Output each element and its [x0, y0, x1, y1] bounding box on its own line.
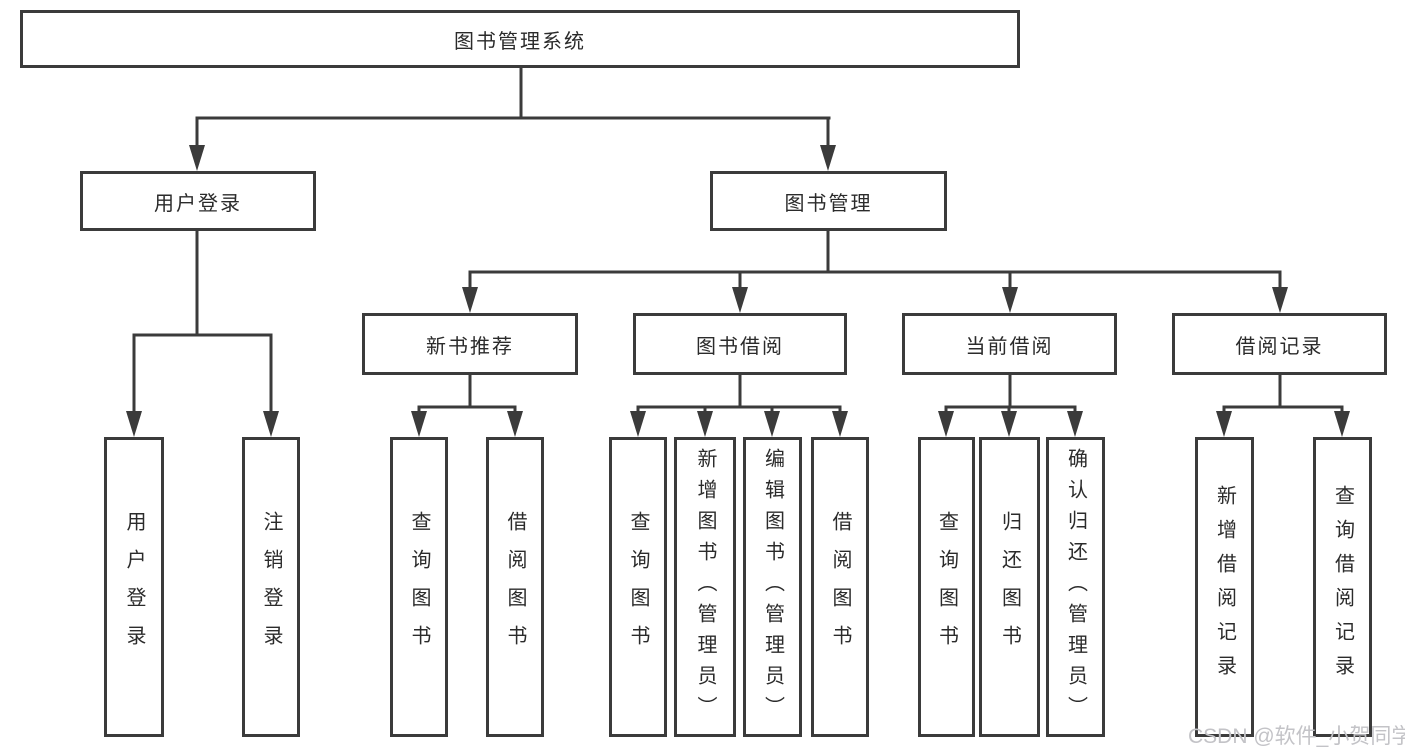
node-label: 图书管理: [784, 192, 873, 215]
node-label: 借阅记录: [1235, 335, 1324, 358]
leaf-borrow-books-borrowing: 借阅图书: [811, 437, 869, 737]
leaf-label: 查询借阅记录: [1331, 485, 1354, 689]
leaf-label: 注销登录: [260, 511, 282, 663]
leaf-label: 用户登录: [123, 511, 145, 663]
node-label: 图书借阅: [696, 335, 784, 358]
node-label: 用户登录: [154, 192, 242, 215]
leaf-logout: 注销登录: [242, 437, 300, 737]
leaf-add-borrow-record: 新增借阅记录: [1195, 437, 1254, 737]
node-label: 图书管理系统: [454, 30, 586, 53]
watermark: CSDN @软件_小贺同学: [1188, 725, 1405, 747]
leaf-label: 查询图书: [935, 511, 958, 663]
leaf-return-books: 归还图书: [979, 437, 1040, 737]
leaf-label: 新增图书（管理员）: [694, 447, 716, 727]
leaf-borrow-books-recommend: 借阅图书: [486, 437, 544, 737]
leaf-query-books-borrowing: 查询图书: [609, 437, 667, 737]
node-user-login: 用户登录: [80, 171, 316, 231]
leaf-confirm-return-admin: 确认归还（管理员）: [1046, 437, 1105, 737]
node-current-borrowing: 当前借阅: [902, 313, 1117, 375]
node-new-book-recommend: 新书推荐: [362, 313, 578, 375]
leaf-label: 查询图书: [627, 511, 649, 663]
leaf-label: 新增借阅记录: [1213, 485, 1236, 689]
node-label: 新书推荐: [426, 335, 514, 358]
leaf-label: 借阅图书: [504, 511, 526, 663]
leaf-label: 编辑图书（管理员）: [761, 447, 784, 727]
leaf-query-borrow-record: 查询借阅记录: [1313, 437, 1372, 737]
leaf-label: 确认归还（管理员）: [1064, 447, 1087, 727]
leaf-edit-book-admin: 编辑图书（管理员）: [743, 437, 802, 737]
leaf-label: 归还图书: [998, 511, 1021, 663]
leaf-add-book-admin: 新增图书（管理员）: [674, 437, 736, 737]
node-book-management: 图书管理: [710, 171, 947, 231]
leaf-query-books-current: 查询图书: [918, 437, 975, 737]
node-root-system: 图书管理系统: [20, 10, 1020, 68]
node-borrowing-records: 借阅记录: [1172, 313, 1387, 375]
leaf-label: 查询图书: [408, 511, 430, 663]
leaf-label: 借阅图书: [829, 511, 851, 663]
leaf-query-books-recommend: 查询图书: [390, 437, 448, 737]
leaf-user-login: 用户登录: [104, 437, 164, 737]
node-label: 当前借阅: [965, 335, 1054, 358]
node-book-borrowing: 图书借阅: [633, 313, 847, 375]
